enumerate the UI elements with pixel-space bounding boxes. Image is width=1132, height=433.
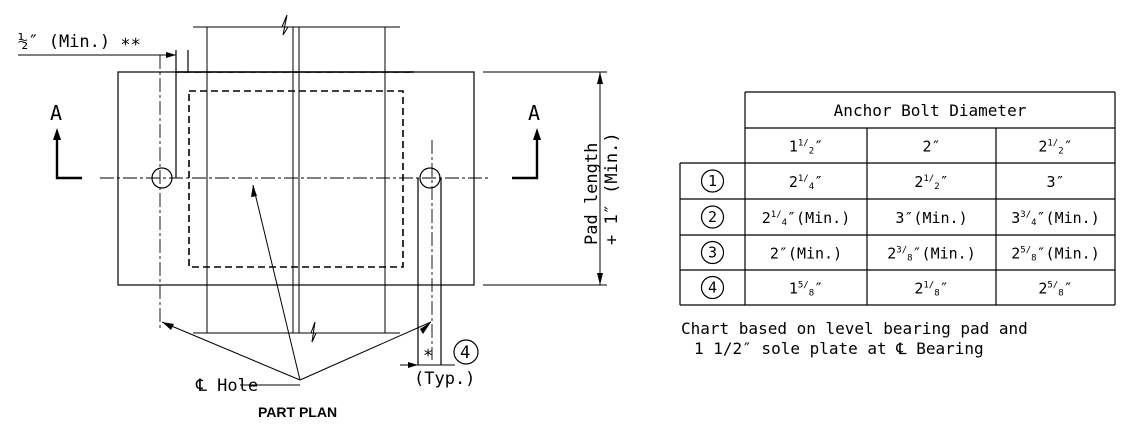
section-arrow-left-head: [53, 128, 61, 140]
row-id-circle: [700, 275, 725, 300]
pad-length-label: Pad length: [582, 143, 602, 245]
table-column-header: 21/2″: [1038, 138, 1072, 157]
table-cell: 21/8″: [914, 280, 948, 299]
table-cell: 21/4″(Min.): [762, 209, 851, 228]
hole-leader-arrow-3: [420, 322, 431, 334]
callout-4-circle: [453, 339, 479, 365]
table-cell: 25/8″(Min.): [1011, 245, 1100, 264]
table-note-line2: 1 1/2″ sole plate at ℄ Bearing: [694, 339, 984, 358]
bearing-pad-outline: [188, 90, 404, 268]
table-cell: 25/8″: [1038, 280, 1072, 299]
section-mark-left: A: [50, 101, 62, 125]
section-mark-right: A: [528, 101, 540, 125]
row-id-circle: [700, 169, 725, 193]
row-id-number: 2: [708, 208, 717, 226]
table-column-header: 2″: [922, 138, 940, 156]
break-symbol-bottom: [310, 321, 317, 343]
left-anchor-hole: [151, 167, 173, 189]
part-plan: ½″ (Min.) ∗∗ Pad length + 1″ (Min.) A A …: [18, 14, 622, 420]
break-symbol-top: [281, 14, 289, 36]
section-arrow-right: [512, 135, 539, 180]
hole-leader-arrow-1: [162, 322, 174, 330]
table-cell: 23/8″(Min.): [887, 245, 976, 264]
table-cell: 3″: [1046, 173, 1064, 191]
table-cell: 21/2″: [914, 173, 948, 192]
min-dim-label: ½″ (Min.) ∗∗: [18, 32, 141, 52]
row-id-circle: [700, 240, 725, 265]
table-cell: 15/8″: [789, 280, 823, 299]
plan-title: PART PLAN: [258, 404, 337, 420]
right-slot: [417, 178, 442, 365]
left-slot: [175, 50, 189, 178]
callout-4-number: 4: [460, 343, 470, 363]
table-cell: 3″(Min.): [895, 209, 967, 227]
pad-length-arrow-top: [597, 72, 603, 84]
hole-label: ℄ Hole: [195, 376, 258, 396]
section-arrow-left: [55, 135, 82, 180]
table-column-header: 11/2″: [789, 138, 823, 157]
table-cell: 2″(Min.): [770, 245, 842, 263]
table-cell: 21/4″: [789, 173, 823, 192]
row-id-number: 1: [708, 172, 717, 190]
row-id-circle: [700, 205, 725, 229]
right-anchor-hole: [419, 167, 441, 189]
table-note-line1: Chart based on level bearing pad and: [681, 319, 1028, 338]
hole-leader-arrow-2: [251, 185, 257, 197]
typ-arrow: [408, 362, 418, 368]
typ-label: (Typ.): [414, 369, 475, 389]
hole-leader-2: [252, 184, 301, 381]
table-header: Anchor Bolt Diameter: [834, 101, 1027, 120]
hole-leader-3: [299, 321, 432, 381]
pad-length-plus-label: + 1″ (Min.): [602, 132, 622, 245]
row-id-number: 3: [708, 244, 717, 262]
typ-star: ∗: [423, 343, 433, 363]
table-cell: 33/4″(Min.): [1011, 209, 1100, 228]
section-arrow-right-head: [533, 128, 541, 140]
min-dim-arrow: [166, 52, 176, 58]
row-id-number: 4: [708, 279, 717, 297]
hole-leader-1: [161, 321, 301, 381]
pad-length-arrow-bottom: [597, 273, 603, 285]
